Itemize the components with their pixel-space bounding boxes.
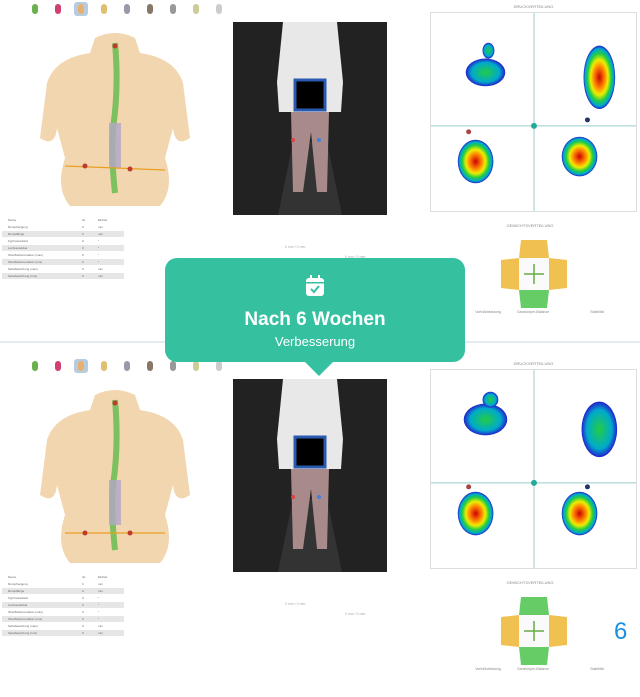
pressure-distribution-plot[interactable] <box>430 12 637 212</box>
measurement-value: 0 mm / 0 mm <box>345 612 366 616</box>
fit-icon[interactable] <box>166 359 180 373</box>
bracket-icon[interactable] <box>120 2 134 16</box>
toolbar <box>28 359 226 373</box>
page-number: 6 <box>614 618 628 645</box>
spine-green-icon[interactable] <box>28 359 42 373</box>
body-view-icon[interactable] <box>74 2 88 16</box>
toolbar <box>28 2 226 16</box>
table-row[interactable]: Oberflächenrotation (rms)0° <box>2 616 124 623</box>
balance-label: Ganzkörper-Balance <box>516 667 550 671</box>
weight-distribution-diagram <box>501 240 567 308</box>
spine-3d-model[interactable] <box>25 28 205 208</box>
forefoot-load-label: Vorfußbelastung <box>475 667 501 671</box>
balance-label: Ganzkörper-Balance <box>516 310 550 314</box>
table-row[interactable]: Oberflächenrotation (max)0° <box>2 252 124 259</box>
patient-photo <box>233 22 387 215</box>
tooltip-title: Nach 6 Wochen <box>244 309 386 330</box>
weight-distribution-title: GEWICHTSVERTEILUNG <box>506 580 554 585</box>
measure-icon[interactable] <box>189 359 203 373</box>
pressure-plot-title: DRUCKVERTEILUNG <box>513 4 554 9</box>
zoom-icon[interactable] <box>212 2 226 16</box>
spine-red-icon[interactable] <box>51 359 65 373</box>
table-row[interactable]: Oberflächenrotation (max)0° <box>2 609 124 616</box>
stability-label: Stabilität <box>590 667 604 671</box>
measure-icon[interactable] <box>189 2 203 16</box>
tooltip-subtitle: Verbesserung <box>274 334 356 349</box>
side-view-icon[interactable] <box>97 359 111 373</box>
forefoot-load-label: Vorfußbelastung <box>475 310 501 314</box>
body-view-icon[interactable] <box>74 359 88 373</box>
pressure-distribution-plot[interactable] <box>430 369 637 569</box>
table-row[interactable]: Oberflächenrotation (rms)0° <box>2 259 124 266</box>
posture-icon[interactable] <box>143 2 157 16</box>
pressure-plot-title: DRUCKVERTEILUNG <box>513 361 554 366</box>
weight-distribution-diagram <box>501 597 567 665</box>
measurement-value: 0 mm / 0 mm <box>285 602 306 606</box>
fit-icon[interactable] <box>166 2 180 16</box>
measurement-value: 0 mm / 0 mm <box>345 255 366 259</box>
side-view-icon[interactable] <box>97 2 111 16</box>
posture-icon[interactable] <box>143 359 157 373</box>
measurement-value: 0 mm / 0 mm <box>285 245 306 249</box>
comparison-tooltip: Nach 6 Wochen Verbesserung <box>165 258 465 376</box>
patient-photo <box>233 379 387 572</box>
spine-green-icon[interactable] <box>28 2 42 16</box>
weight-distribution-title: GEWICHTSVERTEILUNG <box>506 223 554 228</box>
bracket-icon[interactable] <box>120 359 134 373</box>
spine-red-icon[interactable] <box>51 2 65 16</box>
stability-label: Stabilität <box>590 310 604 314</box>
zoom-icon[interactable] <box>212 359 226 373</box>
spine-3d-model[interactable] <box>25 385 205 565</box>
calendar-check-icon <box>306 275 324 296</box>
